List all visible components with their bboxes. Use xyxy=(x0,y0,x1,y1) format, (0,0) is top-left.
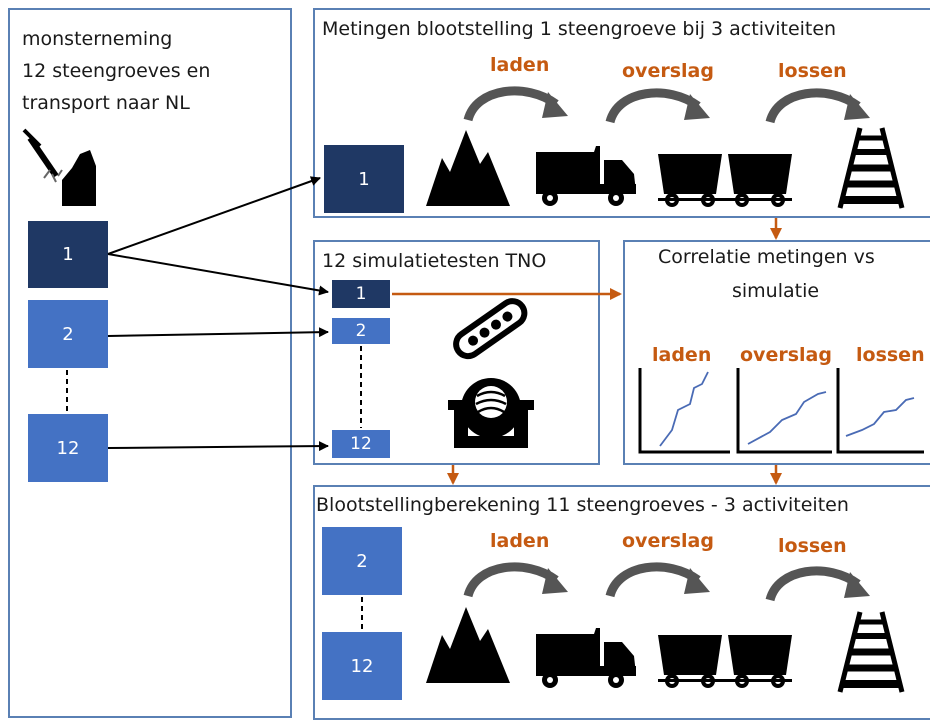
bottom-label-overslag: overslag xyxy=(622,530,714,552)
top-truck-icon xyxy=(536,146,636,206)
sim-box-1: 1 xyxy=(332,280,390,308)
bottom-arc-overslag-icon xyxy=(610,567,710,596)
sample-box-12: 12 xyxy=(28,414,108,482)
sim-box-12: 12 xyxy=(332,430,390,458)
corr-label-laden: laden xyxy=(652,344,712,366)
bottom-arc-laden-icon xyxy=(468,567,568,596)
bottom-rails-icon xyxy=(840,612,902,692)
top-arc-lossen-icon xyxy=(770,93,870,122)
calc-box-12: 12 xyxy=(322,632,402,700)
sim-title: 12 simulatietesten TNO xyxy=(322,250,547,272)
top-label-overslag: overslag xyxy=(622,60,714,82)
left-title-line2: 12 steengroeves en xyxy=(22,60,211,82)
diagram-graphics xyxy=(22,0,924,705)
corr-title-line2: simulatie xyxy=(732,280,820,302)
bottom-title: Blootstellingberekening 11 steengroeves … xyxy=(316,494,849,516)
drum-mill-icon xyxy=(448,378,534,448)
sample-box-1: 1 xyxy=(28,221,108,288)
top-arc-laden-icon xyxy=(468,91,568,120)
bottom-label-lossen: lossen xyxy=(778,535,847,557)
arrow-sample1-to-measurement xyxy=(107,176,321,255)
sim-box-2: 2 xyxy=(332,318,390,344)
conveyor-icon xyxy=(453,298,528,360)
corr-label-lossen: lossen xyxy=(856,344,925,366)
arrow-sample2-to-sim2 xyxy=(107,327,329,338)
top-label-lossen: lossen xyxy=(778,60,847,82)
corr-plot-laden xyxy=(638,368,730,454)
left-title-line1: monsterneming xyxy=(22,28,173,50)
bottom-label-laden: laden xyxy=(490,530,550,552)
bottom-truck-icon xyxy=(536,628,636,688)
top-arc-overslag-icon xyxy=(610,93,710,122)
top-title: Metingen blootstelling 1 steengroeve bij… xyxy=(322,18,837,40)
arrow-sample1-to-sim1 xyxy=(107,253,329,296)
top-label-laden: laden xyxy=(490,54,550,76)
corr-label-overslag: overslag xyxy=(740,344,832,366)
top-mountain-icon xyxy=(426,130,510,206)
top-rails-icon xyxy=(840,128,902,208)
sample-box-2: 2 xyxy=(28,300,108,368)
corr-panel xyxy=(623,240,930,465)
left-title-line3: transport naar NL xyxy=(22,92,190,114)
corr-plot-lossen xyxy=(836,368,924,454)
bottom-wagons-icon xyxy=(658,635,792,688)
pickaxe-icon xyxy=(22,128,96,206)
bottom-arc-lossen-icon xyxy=(770,571,870,600)
calc-box-2: 2 xyxy=(322,527,402,595)
top-wagons-icon xyxy=(658,154,792,207)
measurement-box-1: 1 xyxy=(324,145,404,213)
arrow-sample12-to-sim12 xyxy=(107,441,329,452)
corr-plot-overslag xyxy=(736,368,832,454)
bottom-mountain-icon xyxy=(426,607,510,683)
corr-title-line1: Correlatie metingen vs xyxy=(658,246,875,268)
